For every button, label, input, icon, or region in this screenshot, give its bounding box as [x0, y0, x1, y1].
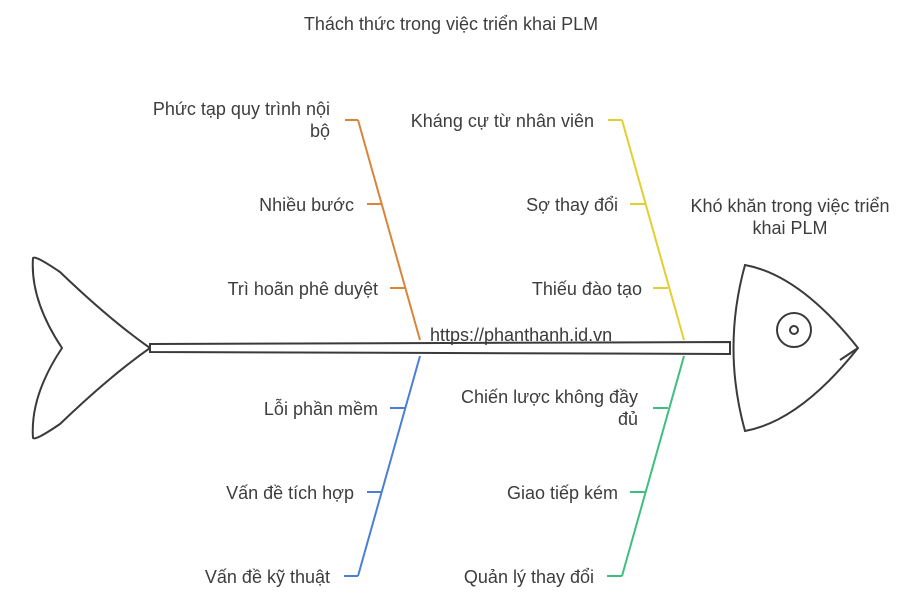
fish-head [732, 263, 860, 433]
cause-label: Lỗi phần mềm [263, 399, 378, 419]
spine [149, 340, 731, 356]
cause-label: Trì hoãn phê duyệt [227, 279, 378, 299]
bone-top-right [621, 119, 685, 341]
diagram-title: Thách thức trong việc triển khai PLM [303, 14, 599, 34]
cause-label: Phức tạp quy trình nội bộ [152, 99, 330, 141]
cause-label: Kháng cự từ nhân viên [410, 111, 594, 131]
watermark-url: https://phanthanh.id.vn [430, 325, 613, 345]
cause-label: Vấn đề tích hợp [226, 483, 354, 503]
cause-label: Thiếu đào tạo [531, 279, 642, 299]
bone-top-left [357, 119, 421, 341]
bone-bottom-right [621, 355, 685, 577]
cause-label: Giao tiếp kém [506, 483, 618, 503]
cause-label: Vấn đề kỹ thuật [204, 567, 330, 587]
head-label: Khó khăn trong việc triển khai PLM [690, 196, 890, 238]
fish-tail [31, 256, 152, 440]
cause-label: Nhiều bước [259, 195, 354, 215]
cause-label: Chiến lược không đầy đủ [461, 387, 638, 429]
bone-bottom-left [357, 355, 421, 577]
cause-label: Quản lý thay đổi [463, 567, 594, 587]
cause-label: Sợ thay đổi [526, 195, 618, 215]
